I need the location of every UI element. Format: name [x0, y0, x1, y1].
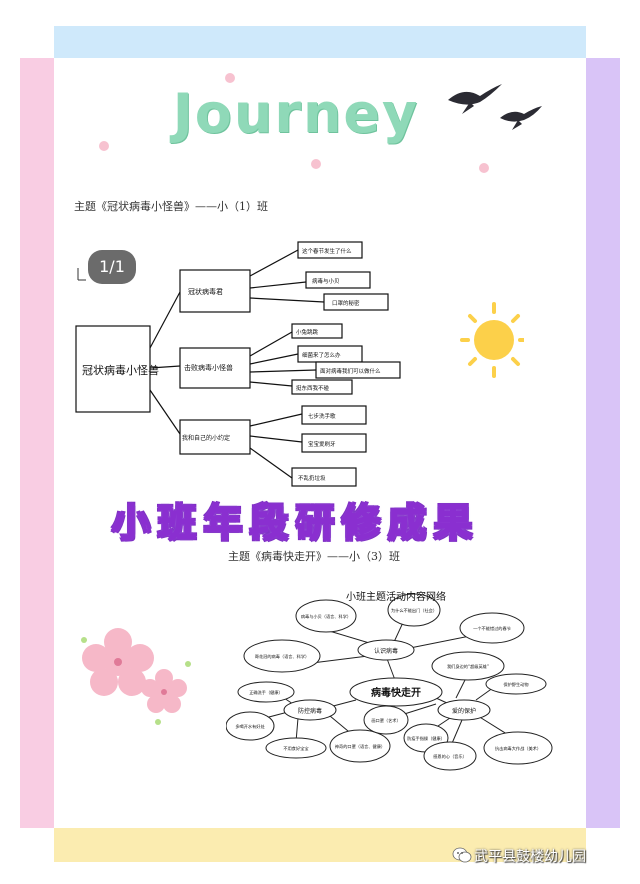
leaf-node: 病毒与小贝 — [312, 277, 340, 285]
mind-map-2: 小班主题活动内容网络 病毒快走开 认识病毒 防控病毒 爱的保护 病毒与小贝（语言… — [226, 590, 553, 771]
swallow-icon — [448, 84, 542, 130]
leaf-node: 保护野生动物 — [503, 681, 528, 688]
page-indicator: 1/1 — [88, 250, 136, 284]
mind-map-1: 冠状病毒小怪兽 冠状病毒君 击败病毒小怪兽 我和自己的小约定 这个春节发生了什么… — [75, 241, 401, 487]
right-border-band — [586, 58, 620, 828]
leaf-node: 多喝开水有好处 — [235, 723, 265, 730]
leaf-node: 正确洗手（健康） — [249, 689, 283, 696]
wechat-icon — [452, 847, 472, 863]
theme-caption-1: 主题《冠状病毒小怪兽》——小（1）班 — [74, 200, 268, 213]
sun-icon — [460, 302, 524, 378]
center-node: 病毒快走开 — [371, 686, 421, 699]
theme-caption-2: 主题《病毒快走开》——小（3）班 — [228, 550, 400, 563]
leaf-node: 画口罩（艺术） — [371, 717, 400, 724]
leaf-node: 这个春节发生了什么 — [302, 247, 352, 255]
network-title: 小班主题活动内容网络 — [346, 590, 446, 603]
bottom-border-band — [54, 828, 586, 862]
branch-node: 防控病毒 — [298, 707, 322, 715]
leaf-node: 面对病毒我们可以做什么 — [320, 367, 381, 375]
leaf-node: 感恩的心（音乐） — [433, 753, 467, 760]
leaf-node: 我们身边的“超级英雄” — [447, 663, 489, 670]
branch-node: 击败病毒小怪兽 — [184, 363, 233, 372]
leaf-node: 为什么不能出门（社会） — [391, 607, 437, 614]
leaf-node: 细菌来了怎么办 — [302, 351, 341, 359]
leaf-node: 哥花冠的病毒（语言、科学） — [255, 653, 309, 660]
branch-node: 爱的保护 — [452, 707, 476, 715]
root-node: 冠状病毒小怪兽 — [82, 363, 159, 377]
branch-node: 我和自己的小约定 — [182, 434, 230, 442]
branch-node: 认识病毒 — [374, 647, 398, 655]
leaf-node: 病毒与小贝（语言、科学） — [301, 613, 351, 620]
leaf-node: 神奇的口罩（语言、健康） — [335, 743, 385, 750]
leaf-node: 不乱扔垃圾 — [298, 474, 326, 482]
branch-node: 冠状病毒君 — [188, 287, 223, 296]
leaf-node: 宝宝爱刷牙 — [308, 440, 336, 448]
watermark: 武平县鼓楼幼儿园 — [474, 849, 586, 865]
blossom-icon — [81, 628, 191, 725]
leaf-node: 不用食好宝宝 — [283, 745, 308, 752]
leaf-node: 小兔跳跳 — [296, 328, 319, 336]
leaf-node: 七步洗手歌 — [308, 412, 336, 420]
banner-title: 小班年段研修成果 — [111, 500, 480, 546]
leaf-node: 防疫手指操（健康） — [407, 735, 445, 742]
top-border-band — [54, 26, 586, 58]
left-border-band — [20, 58, 54, 828]
leaf-node: 抗击病毒大作战（美术） — [495, 745, 541, 752]
blossom-icon — [99, 73, 489, 173]
leaf-node: 口罩的秘密 — [332, 299, 360, 307]
journey-title: Journey — [172, 82, 420, 145]
leaf-node: 挺东西我不碰 — [296, 384, 330, 392]
leaf-node: 一个不能错过的春节 — [473, 625, 511, 632]
